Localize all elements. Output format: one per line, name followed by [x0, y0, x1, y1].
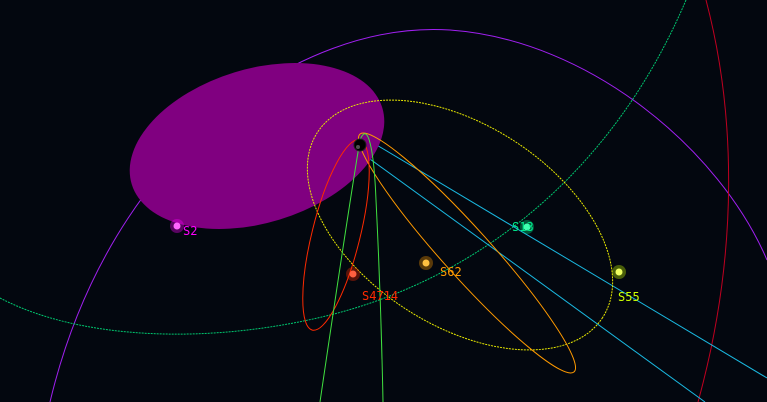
s62-orbit	[357, 132, 577, 374]
outer-red-orbit	[697, 0, 730, 402]
black-hole-icon	[353, 138, 367, 152]
star-s4714[interactable]	[346, 267, 360, 281]
star-s62[interactable]	[419, 256, 433, 270]
s55-orbit	[306, 99, 614, 351]
s13-orbit	[0, 0, 687, 335]
star-s13[interactable]	[520, 220, 534, 234]
star-s55[interactable]	[612, 265, 626, 279]
s2-orbit-fill	[129, 62, 385, 230]
green-vertical-orbit	[319, 133, 384, 402]
s2-wide-orbit	[49, 28, 767, 402]
star-label-s2: S2	[183, 224, 197, 238]
star-label-s4714: S4714	[362, 289, 398, 303]
star-label-s13: S13	[512, 220, 534, 234]
star-label-s55: S55	[618, 290, 640, 304]
sight-line-s13	[311, 116, 706, 402]
star-label-s62: S62	[440, 265, 462, 279]
star-s2[interactable]	[170, 219, 184, 233]
sight-line-s55	[374, 143, 767, 379]
